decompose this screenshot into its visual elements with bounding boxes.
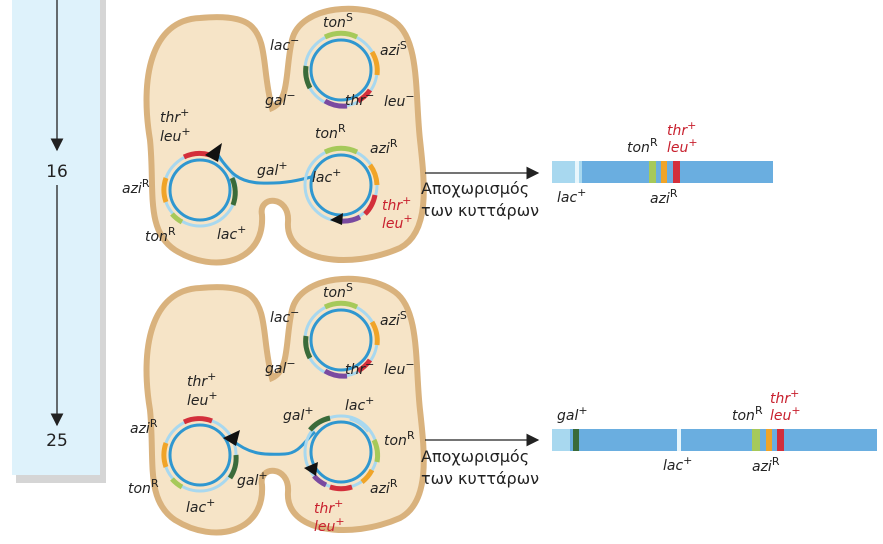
- label-gal-minus: gal−: [265, 89, 296, 109]
- cell-pair-bottom: [143, 275, 427, 536]
- cell-body: [143, 275, 427, 536]
- label-thr-minus: thr−: [345, 89, 374, 109]
- caption-bottom-line1: Αποχωρισμός: [421, 447, 529, 466]
- fragment-bar-top: [552, 161, 773, 183]
- label-bar-lac-plus-bottom: lac+: [663, 454, 692, 474]
- chromosome-recipient-bottom: [303, 300, 380, 379]
- label-gal-plus-donor: gal+: [237, 469, 268, 489]
- label-lac-plus-merge: lac+: [345, 394, 374, 414]
- label-tonR-merge: tonR: [384, 429, 415, 449]
- label-aziS: aziS: [380, 309, 407, 329]
- timeline-mark-25: 25: [46, 431, 68, 451]
- transfer-strand: [213, 149, 316, 185]
- label-aziR-merge: aziR: [370, 477, 398, 497]
- label-thr-plus-merge: thr+: [314, 497, 343, 517]
- label-tonR-donor: tonR: [145, 225, 176, 245]
- cell-body: [143, 5, 427, 266]
- label-tonR-donor: tonR: [128, 477, 159, 497]
- label-bar-lac-plus-top: lac+: [557, 186, 586, 206]
- label-thr-plus-merge: thr+: [382, 194, 411, 214]
- label-thr-plus-donor: thr+: [160, 106, 189, 126]
- caption-top-line1: Αποχωρισμός: [421, 179, 529, 198]
- label-lac-plus-merge: lac+: [312, 166, 341, 186]
- timeline-shadow: [16, 475, 104, 483]
- timeline-shadow-right: [100, 0, 106, 483]
- label-bar-gal-plus-bottom: gal+: [557, 404, 588, 424]
- label-lac-minus: lac−: [270, 34, 299, 54]
- label-aziR-donor: aziR: [130, 417, 158, 437]
- label-leu-plus-donor: leu+: [160, 125, 191, 145]
- label-leu-minus: leu−: [384, 358, 415, 378]
- label-bar-thr-plus-bottom: thr+: [770, 387, 799, 407]
- label-lac-plus-donor: lac+: [217, 223, 246, 243]
- label-bar-leu-plus-top: leu+: [667, 136, 698, 156]
- label-bar-aziR-top: aziR: [650, 187, 678, 207]
- label-lac-plus-donor: lac+: [186, 496, 215, 516]
- label-bar-leu-plus-bottom: leu+: [770, 404, 801, 424]
- timeline-mark-16: 16: [46, 162, 68, 182]
- label-tonR-merge: tonR: [315, 122, 346, 142]
- label-bar-aziR-bottom: aziR: [752, 455, 780, 475]
- panel-bottom: tonS aziS lac− gal− thr− leu− thr+ leu+ …: [128, 275, 877, 536]
- label-aziR-donor: aziR: [122, 177, 150, 197]
- panel-top: tonS aziS lac− gal− thr− leu− thr+ leu+ …: [122, 5, 773, 266]
- cell-pair-top: [143, 5, 427, 266]
- label-leu-plus-merge: leu+: [382, 212, 413, 232]
- label-thr-minus: thr−: [345, 358, 374, 378]
- label-aziR-merge: aziR: [370, 137, 398, 157]
- label-bar-tonR-bottom: tonR: [732, 404, 763, 424]
- label-gal-plus: gal+: [257, 159, 288, 179]
- label-thr-plus-donor: thr+: [187, 370, 216, 390]
- label-tonS: tonS: [323, 11, 353, 31]
- label-tonS: tonS: [323, 281, 353, 301]
- timeline: 16 25: [12, 0, 106, 483]
- label-bar-tonR-top: tonR: [627, 136, 658, 156]
- chromosome-donor-top: [161, 150, 238, 228]
- chromosome-donor-bottom: [161, 416, 239, 493]
- caption-top-line2: των κυττάρων: [421, 201, 539, 220]
- label-gal-minus: gal−: [265, 357, 296, 377]
- label-leu-plus-donor: leu+: [187, 389, 218, 409]
- label-gal-plus-merge: gal+: [283, 404, 314, 424]
- fragment-bar-bottom: [552, 429, 877, 451]
- chromosome-merge-top: [303, 145, 380, 225]
- label-leu-minus: leu−: [384, 90, 415, 110]
- caption-bottom-line2: των κυττάρων: [421, 469, 539, 488]
- timeline-panel: [12, 0, 104, 475]
- chromosome-recipient-top: [303, 30, 380, 109]
- transfer-arrowhead: [223, 430, 240, 446]
- transfer-arrowhead: [205, 143, 222, 162]
- label-aziS: aziS: [380, 39, 407, 59]
- chromosome-merge-bottom: [303, 414, 381, 492]
- label-leu-plus-merge: leu+: [314, 515, 345, 535]
- label-bar-thr-plus-top: thr+: [667, 119, 696, 139]
- label-lac-minus: lac−: [270, 306, 299, 326]
